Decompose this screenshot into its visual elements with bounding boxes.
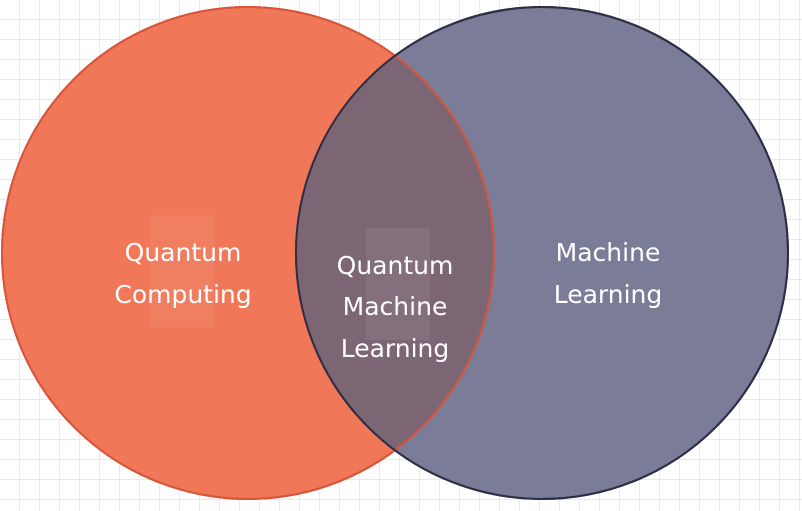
label-highlight-left: [150, 215, 214, 327]
label-right-line-2: Learning: [554, 280, 663, 309]
venn-intersection[interactable]: [296, 7, 788, 499]
label-center-line-2: Machine: [343, 292, 448, 321]
label-center-line-3: Learning: [341, 334, 450, 363]
venn-outline-right: [295, 6, 789, 500]
label-left-line-1: Quantum: [125, 238, 242, 267]
venn-outline-left: [1, 6, 495, 500]
label-right-line-1: Machine: [556, 238, 661, 267]
label-center-line-1: Quantum: [337, 251, 454, 280]
label-left-line-2: Computing: [114, 280, 251, 309]
label-highlight-center: [366, 228, 430, 340]
